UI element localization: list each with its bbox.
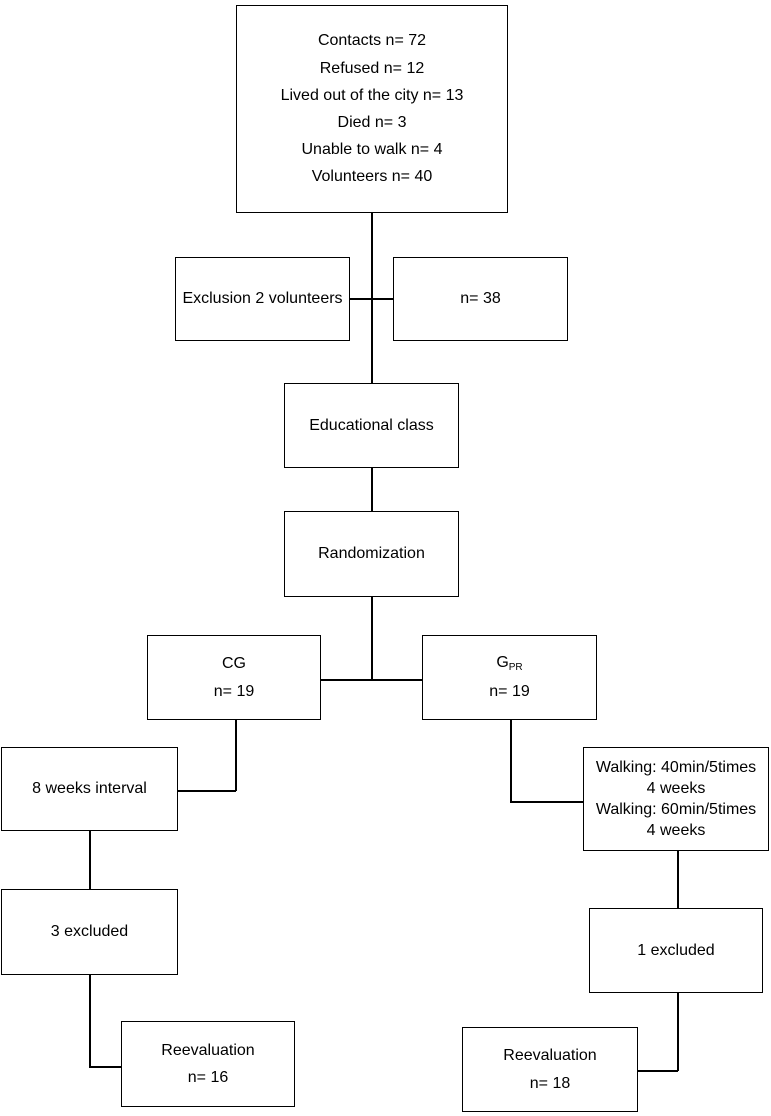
gpr-reevaluation-box: Reevaluation n= 18 — [462, 1027, 638, 1112]
cg-label: CG — [222, 655, 246, 673]
cg-excluded-box: 3 excluded — [1, 889, 178, 975]
connector-interval-to-excluded — [89, 830, 91, 890]
connector-gpr-to-walking — [510, 801, 584, 803]
top-summary-box: Contacts n= 72 Refused n= 12 Lived out o… — [236, 5, 508, 213]
connector-gpr-down — [510, 719, 512, 802]
walking-60-line: Walking: 60min/5times — [595, 801, 757, 818]
cg-box: CG n= 19 — [147, 635, 321, 720]
randomization-text: Randomization — [318, 545, 425, 563]
exclusion-text: Exclusion 2 volunteers — [182, 290, 343, 308]
weeks-4-line-a: 4 weeks — [646, 779, 706, 797]
unable-to-walk-line: Unable to walk n= 4 — [301, 141, 443, 159]
exclusion-box: Exclusion 2 volunteers — [175, 257, 350, 341]
connector-educational-to-randomization — [371, 467, 373, 512]
cg-reevaluation-box: Reevaluation n= 16 — [121, 1021, 295, 1107]
gpr-count: n= 19 — [489, 683, 530, 701]
connector-excluded-down-right — [677, 992, 679, 1071]
connector-randomization-to-groups — [371, 596, 373, 680]
educational-class-text: Educational class — [309, 416, 434, 434]
died-line: Died n= 3 — [337, 114, 407, 131]
remaining-count-text: n= 38 — [460, 290, 501, 308]
connector-to-gpr-reevaluation — [637, 1070, 678, 1072]
randomization-box: Randomization — [284, 511, 459, 597]
connector-groups-split — [320, 679, 423, 681]
gpr-box: GPR n= 19 — [422, 635, 597, 720]
contacts-line: Contacts n= 72 — [317, 32, 427, 50]
lived-out-line: Lived out of the city n= 13 — [280, 86, 464, 104]
cg-count: n= 19 — [213, 682, 255, 700]
cg-excluded-text: 3 excluded — [50, 923, 129, 941]
cg-reevaluation-count: n= 16 — [187, 1069, 229, 1086]
educational-class-box: Educational class — [284, 383, 459, 468]
connector-to-cg-reevaluation — [89, 1066, 122, 1068]
gpr-excluded-text: 1 excluded — [637, 941, 715, 959]
refused-line: Refused n= 12 — [319, 59, 425, 77]
connector-exclusion-branch — [349, 298, 394, 300]
cg-interval-box: 8 weeks interval — [1, 747, 178, 831]
volunteers-line: Volunteers n= 40 — [311, 168, 433, 186]
gpr-walking-box: Walking: 40min/5times 4 weeks Walking: 6… — [583, 747, 769, 851]
remaining-count-box: n= 38 — [393, 257, 568, 341]
gpr-label: GPR — [496, 654, 523, 674]
connector-cg-to-interval — [177, 790, 236, 792]
gpr-excluded-box: 1 excluded — [589, 908, 763, 993]
cg-reevaluation-label: Reevaluation — [161, 1041, 255, 1059]
walking-40-line: Walking: 40min/5times — [595, 758, 757, 776]
connector-excluded-down-left — [89, 974, 91, 1067]
cg-interval-text: 8 weeks interval — [32, 780, 147, 798]
gpr-reevaluation-count: n= 18 — [529, 1074, 571, 1092]
gpr-reevaluation-label: Reevaluation — [503, 1047, 597, 1065]
connector-cg-down — [235, 719, 237, 791]
connector-walking-to-excluded — [677, 850, 679, 909]
weeks-4-line-b: 4 weeks — [646, 822, 706, 840]
